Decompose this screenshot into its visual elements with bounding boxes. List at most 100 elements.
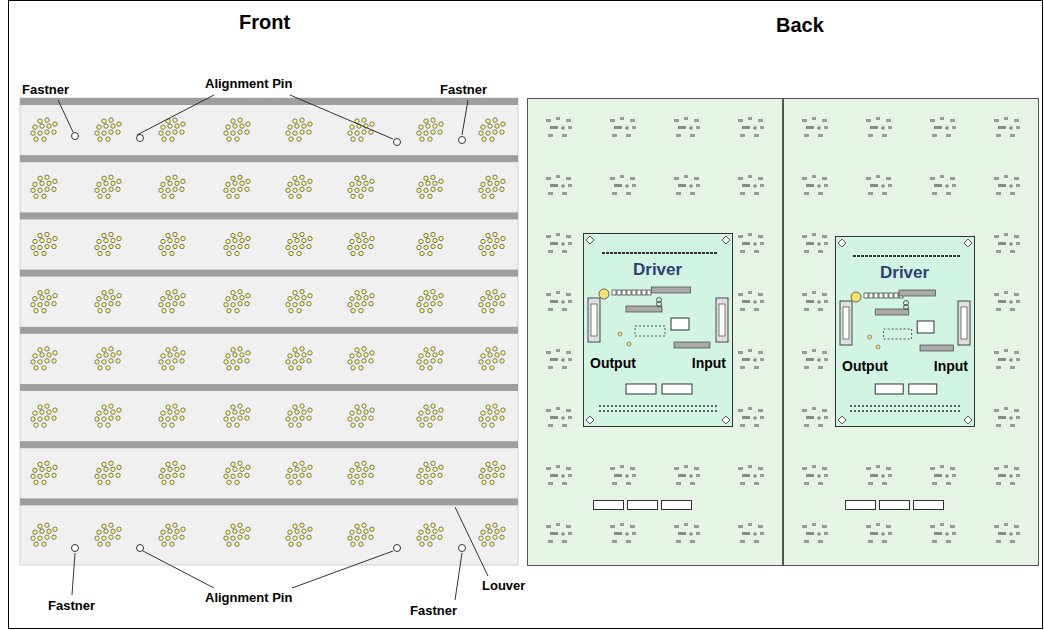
header-pin <box>945 255 948 257</box>
led-cluster <box>348 232 374 255</box>
component-glyph <box>738 175 764 195</box>
header-pin <box>937 255 940 257</box>
smd-part <box>824 416 828 419</box>
led <box>53 408 57 412</box>
led <box>109 359 113 363</box>
component-glyph <box>610 465 636 485</box>
led <box>288 239 292 243</box>
led <box>245 416 249 420</box>
component-glyph <box>738 233 764 253</box>
ic-chip <box>674 342 710 348</box>
smd-part <box>1010 482 1015 485</box>
smd-part <box>866 467 871 470</box>
led-cluster <box>286 232 312 255</box>
led-cluster <box>417 118 443 141</box>
smd-part <box>804 308 809 311</box>
led <box>350 411 354 415</box>
smd-part <box>760 300 764 303</box>
led <box>493 416 497 420</box>
led <box>307 359 311 363</box>
led <box>224 131 228 135</box>
smd-part <box>548 482 553 485</box>
led <box>500 187 504 191</box>
smd-part <box>753 474 757 478</box>
led <box>488 296 492 300</box>
led <box>98 137 102 141</box>
smd-part <box>674 177 679 180</box>
led <box>161 125 165 129</box>
smd-part <box>812 291 816 294</box>
led <box>288 182 292 186</box>
led <box>106 366 110 370</box>
led <box>109 232 113 236</box>
smd-part <box>818 134 823 137</box>
smd-part <box>562 308 567 311</box>
led <box>302 296 306 300</box>
led <box>116 302 120 306</box>
led-cluster <box>286 118 312 141</box>
header-pin <box>674 252 677 254</box>
led <box>170 480 174 484</box>
led <box>293 131 297 135</box>
led <box>501 527 505 531</box>
led <box>181 527 185 531</box>
smd-part <box>753 416 757 420</box>
header-pin <box>853 255 856 257</box>
louver-bar <box>20 212 518 219</box>
led <box>98 194 102 198</box>
smd-part <box>812 465 816 468</box>
led <box>286 131 290 135</box>
smd-part <box>940 523 944 526</box>
smd-part <box>822 467 827 470</box>
led <box>351 480 355 484</box>
smd-part <box>754 134 759 137</box>
component-glyph <box>738 291 764 311</box>
led <box>431 523 435 527</box>
led <box>288 125 292 129</box>
led-cluster <box>224 404 250 427</box>
ribbon-connector <box>591 304 597 336</box>
smd-part <box>678 474 686 477</box>
led <box>159 360 163 364</box>
smd-part <box>610 467 615 470</box>
smd-part <box>753 532 757 536</box>
led <box>295 467 299 471</box>
smd-part <box>946 482 951 485</box>
leader-line <box>290 95 393 139</box>
led <box>168 296 172 300</box>
led <box>417 245 421 249</box>
led <box>45 404 49 408</box>
led <box>109 290 113 294</box>
smd-part <box>870 474 878 477</box>
component-glyph <box>802 233 828 253</box>
smd-part <box>1014 409 1019 412</box>
led <box>34 251 38 255</box>
header-pin <box>662 252 665 254</box>
led <box>481 182 485 186</box>
header-pin <box>626 252 629 254</box>
led <box>45 118 49 122</box>
back-pcb <box>528 99 783 566</box>
led <box>355 524 359 528</box>
part-label: Fastner <box>410 603 457 619</box>
header-pin <box>861 255 864 257</box>
led <box>38 536 42 540</box>
led <box>300 359 304 363</box>
led <box>351 309 355 313</box>
smd-part <box>632 474 636 477</box>
led <box>355 417 359 421</box>
led <box>482 480 486 484</box>
led <box>162 542 166 546</box>
smd-part <box>881 532 885 536</box>
component-glyph <box>994 465 1020 485</box>
led <box>500 130 504 134</box>
smd-part <box>998 416 1006 419</box>
led <box>488 353 492 357</box>
smd-part <box>824 358 828 361</box>
led <box>117 294 121 298</box>
led <box>240 238 244 242</box>
led <box>97 411 101 415</box>
led <box>488 238 492 242</box>
ic-pin <box>647 290 651 295</box>
led <box>488 467 492 471</box>
